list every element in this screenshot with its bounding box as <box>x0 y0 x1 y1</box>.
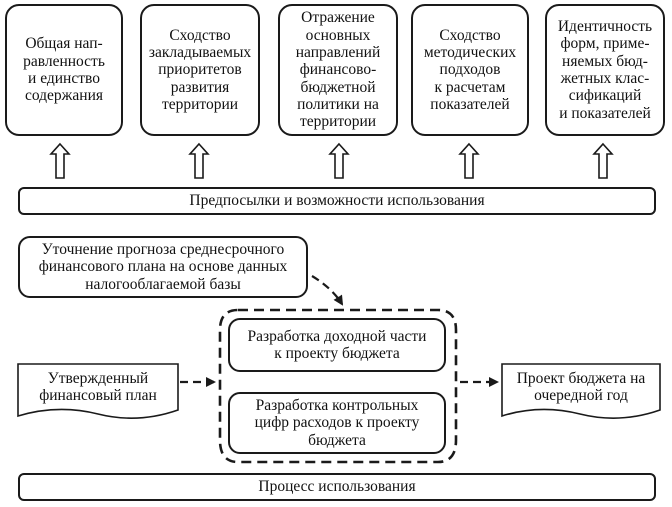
criterion-classification-box: Идентичность форм, приме- няемых бюд- же… <box>545 4 665 136</box>
up-arrow-5 <box>592 142 614 179</box>
draft-budget-document <box>501 363 661 419</box>
up-arrow-3 <box>328 142 350 179</box>
expenses-box: Разработка контрольных цифр расходов к п… <box>228 392 446 454</box>
criterion-priorities-box: Сходство закладываемых приоритетов разви… <box>140 4 260 136</box>
approved-plan-document <box>17 363 179 419</box>
up-arrow-4 <box>458 142 480 179</box>
draft-budget-label: Проект бюджета на очередной год <box>516 369 646 404</box>
forecast-box: Уточнение прогноза среднесрочного финанс… <box>18 236 308 298</box>
revenue-box: Разработка доходной части к проекту бюдж… <box>228 318 446 372</box>
process-bar: Процесс использования <box>18 473 656 501</box>
prerequisites-bar: Предпосылки и возможности использования <box>18 187 656 215</box>
up-arrow-2 <box>188 142 210 179</box>
dashed-group-outline <box>218 308 458 464</box>
criterion-methods-box: Сходство методических подходов к расчета… <box>411 4 529 136</box>
criterion-policy-box: Отражение основных направлений финансово… <box>278 4 398 136</box>
criterion-general-direction-box: Общая нап- равленность и единство содерж… <box>5 4 123 136</box>
approved-plan-label: Утвержденный финансовый план <box>39 369 157 404</box>
forecast-arrow <box>311 275 344 306</box>
up-arrow-1 <box>49 142 71 179</box>
